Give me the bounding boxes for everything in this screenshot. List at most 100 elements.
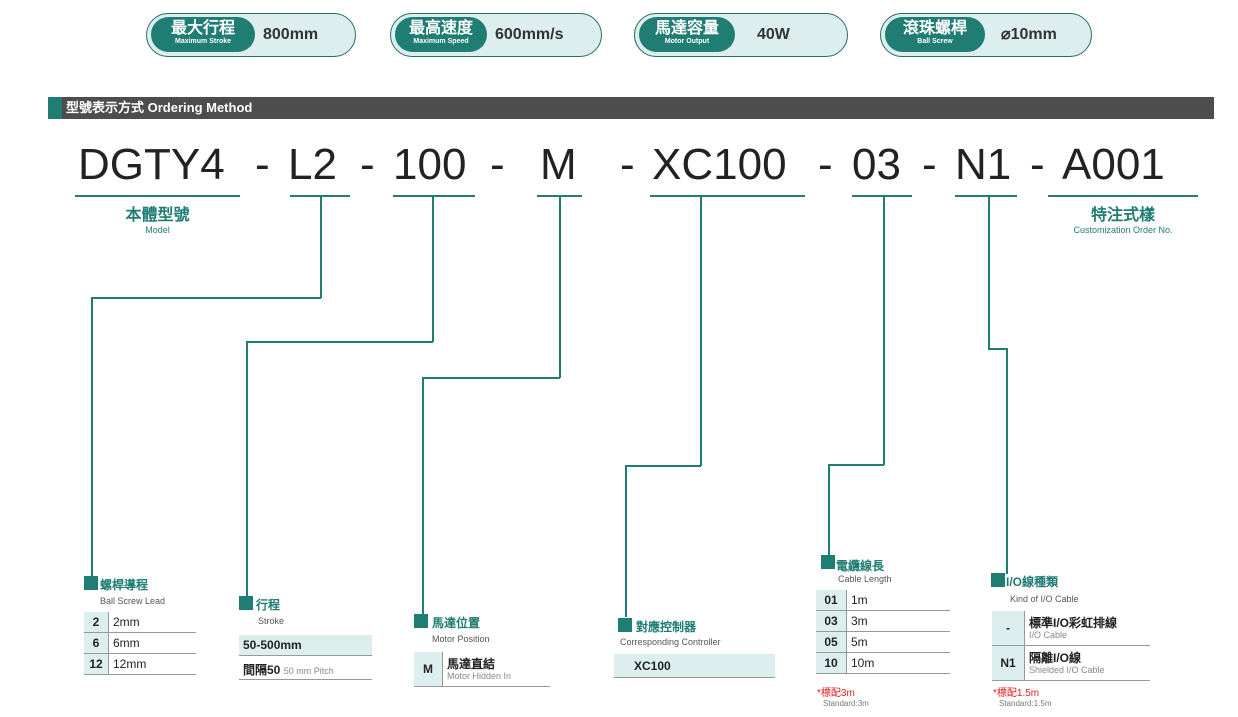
io-code: N1 [992,645,1025,681]
code-cable: 03 [852,140,901,189]
table-row: M 馬達直結 Motor Hidden In [414,652,550,687]
cable-value: 1m [846,590,950,611]
lead-title: 螺桿導程 [100,578,149,592]
underline [537,195,582,197]
code-motor: M [540,140,577,189]
spec-label: 滾珠螺桿 [902,20,967,37]
cable-title-en: Cable Length [838,574,892,584]
spec-tag: 最高速度 Maximum Speed [395,17,487,52]
io-table: - 標準I/O彩虹排線 I/O Cable N1 隔離I/O線 Shielded… [992,611,1150,681]
lead-value: 12mm [108,653,196,675]
section-header: 型號表示方式 Ordering Method [48,97,1214,119]
io-code: - [992,611,1025,646]
connector [422,377,560,379]
section-marker [48,97,62,119]
motor-title-en: Motor Position [432,634,490,644]
code-dash: - [818,140,833,189]
cable-title: 電纜線長 [836,559,885,573]
lead-marker [84,576,98,590]
stroke-pitch: 間隔50 [243,663,281,677]
io-value-en: Shielded I/O Cable [1029,665,1105,675]
model-label-en: Model [145,225,170,235]
motor-value-cell: 馬達直結 Motor Hidden In [442,652,550,687]
spec-label: 馬達容量 [654,20,719,37]
io-note: *標配1.5m [993,688,1040,699]
underline [290,195,350,197]
spec-tag: 馬達容量 Motor Output [639,17,735,52]
io-title: I/O線種類 [1006,575,1059,589]
stroke-title: 行程 [256,598,281,612]
motor-table: M 馬達直結 Motor Hidden In [414,652,550,687]
custom-label-cn: 特注式樣 [1090,207,1155,224]
io-value-cell: 隔離I/O線 Shielded I/O Cable [1024,645,1150,681]
motor-value: 馬達直結 [447,657,496,671]
cable-code: 03 [816,610,847,632]
cable-value: 5m [846,631,950,653]
underline [1048,195,1198,197]
cable-value: 10m [846,652,950,674]
code-dash: - [360,140,375,189]
connector [91,297,321,299]
spec-value: 40W [757,26,790,43]
spec-pill-speed: 最高速度 Maximum Speed 600mm/s [390,13,602,57]
motor-value-en: Motor Hidden In [447,671,512,681]
custom-label-en: Customization Order No. [1073,225,1173,235]
connector [559,196,561,378]
connector [246,341,248,596]
code-model: DGTY4 [78,140,225,189]
lead-value: 6mm [108,632,196,654]
cable-code: 05 [816,631,847,653]
connector [1006,348,1008,574]
spec-value: 800mm [263,26,319,43]
connector [422,377,424,614]
spec-pill-motor: 馬達容量 Motor Output 40W [634,13,848,57]
spec-label-en: Ball Screw [917,38,953,45]
connector [246,341,433,343]
code-io: N1 [955,140,1012,189]
connector [828,464,830,556]
lead-code: 12 [84,653,109,675]
spec-label-en: Motor Output [664,38,710,45]
io-value-cell: 標準I/O彩虹排線 I/O Cable [1024,611,1150,646]
connector [625,465,701,467]
connector [883,196,885,465]
code-lead: L2 [288,140,337,189]
stroke-range: 50-500mm [239,635,372,656]
stroke-title-en: Stroke [258,616,285,626]
model-label: 本體型號 Model [90,201,225,235]
model-label-cn: 本體型號 [125,207,190,224]
underline [393,195,475,197]
underline [75,195,240,197]
table-row: N1 隔離I/O線 Shielded I/O Cable [992,645,1150,681]
code-dash: - [922,140,937,189]
spec-label-en: Maximum Speed [413,38,469,45]
custom-label: 特注式樣 Customization Order No. [1048,201,1198,235]
spec-label: 最大行程 [170,20,235,37]
connector [320,196,322,298]
motor-marker [414,614,428,628]
lead-code: 2 [84,612,109,633]
spec-tag: 滾珠螺桿 Ball Screw [885,17,985,52]
code-stroke: 100 [393,140,467,189]
spec-pill-screw: 滾珠螺桿 Ball Screw ⌀10mm [880,13,1092,57]
spec-value: 600mm/s [495,26,564,43]
connector [828,464,884,466]
connector [988,348,1007,350]
cable-marker [821,555,835,569]
code-dash: - [620,140,635,189]
controller-title: 對應控制器 [636,620,697,634]
io-note-en: Standard:1.5m [999,699,1052,708]
lead-title-en: Ball Screw Lead [100,596,166,606]
table-row: - 標準I/O彩虹排線 I/O Cable [992,611,1150,646]
motor-title: 馬達位置 [432,616,481,630]
underline [852,195,912,197]
stroke-pitch-row: 間隔50 50 mm Pitch [239,660,372,680]
cable-note: *標配3m [817,688,855,699]
io-marker [991,573,1005,587]
